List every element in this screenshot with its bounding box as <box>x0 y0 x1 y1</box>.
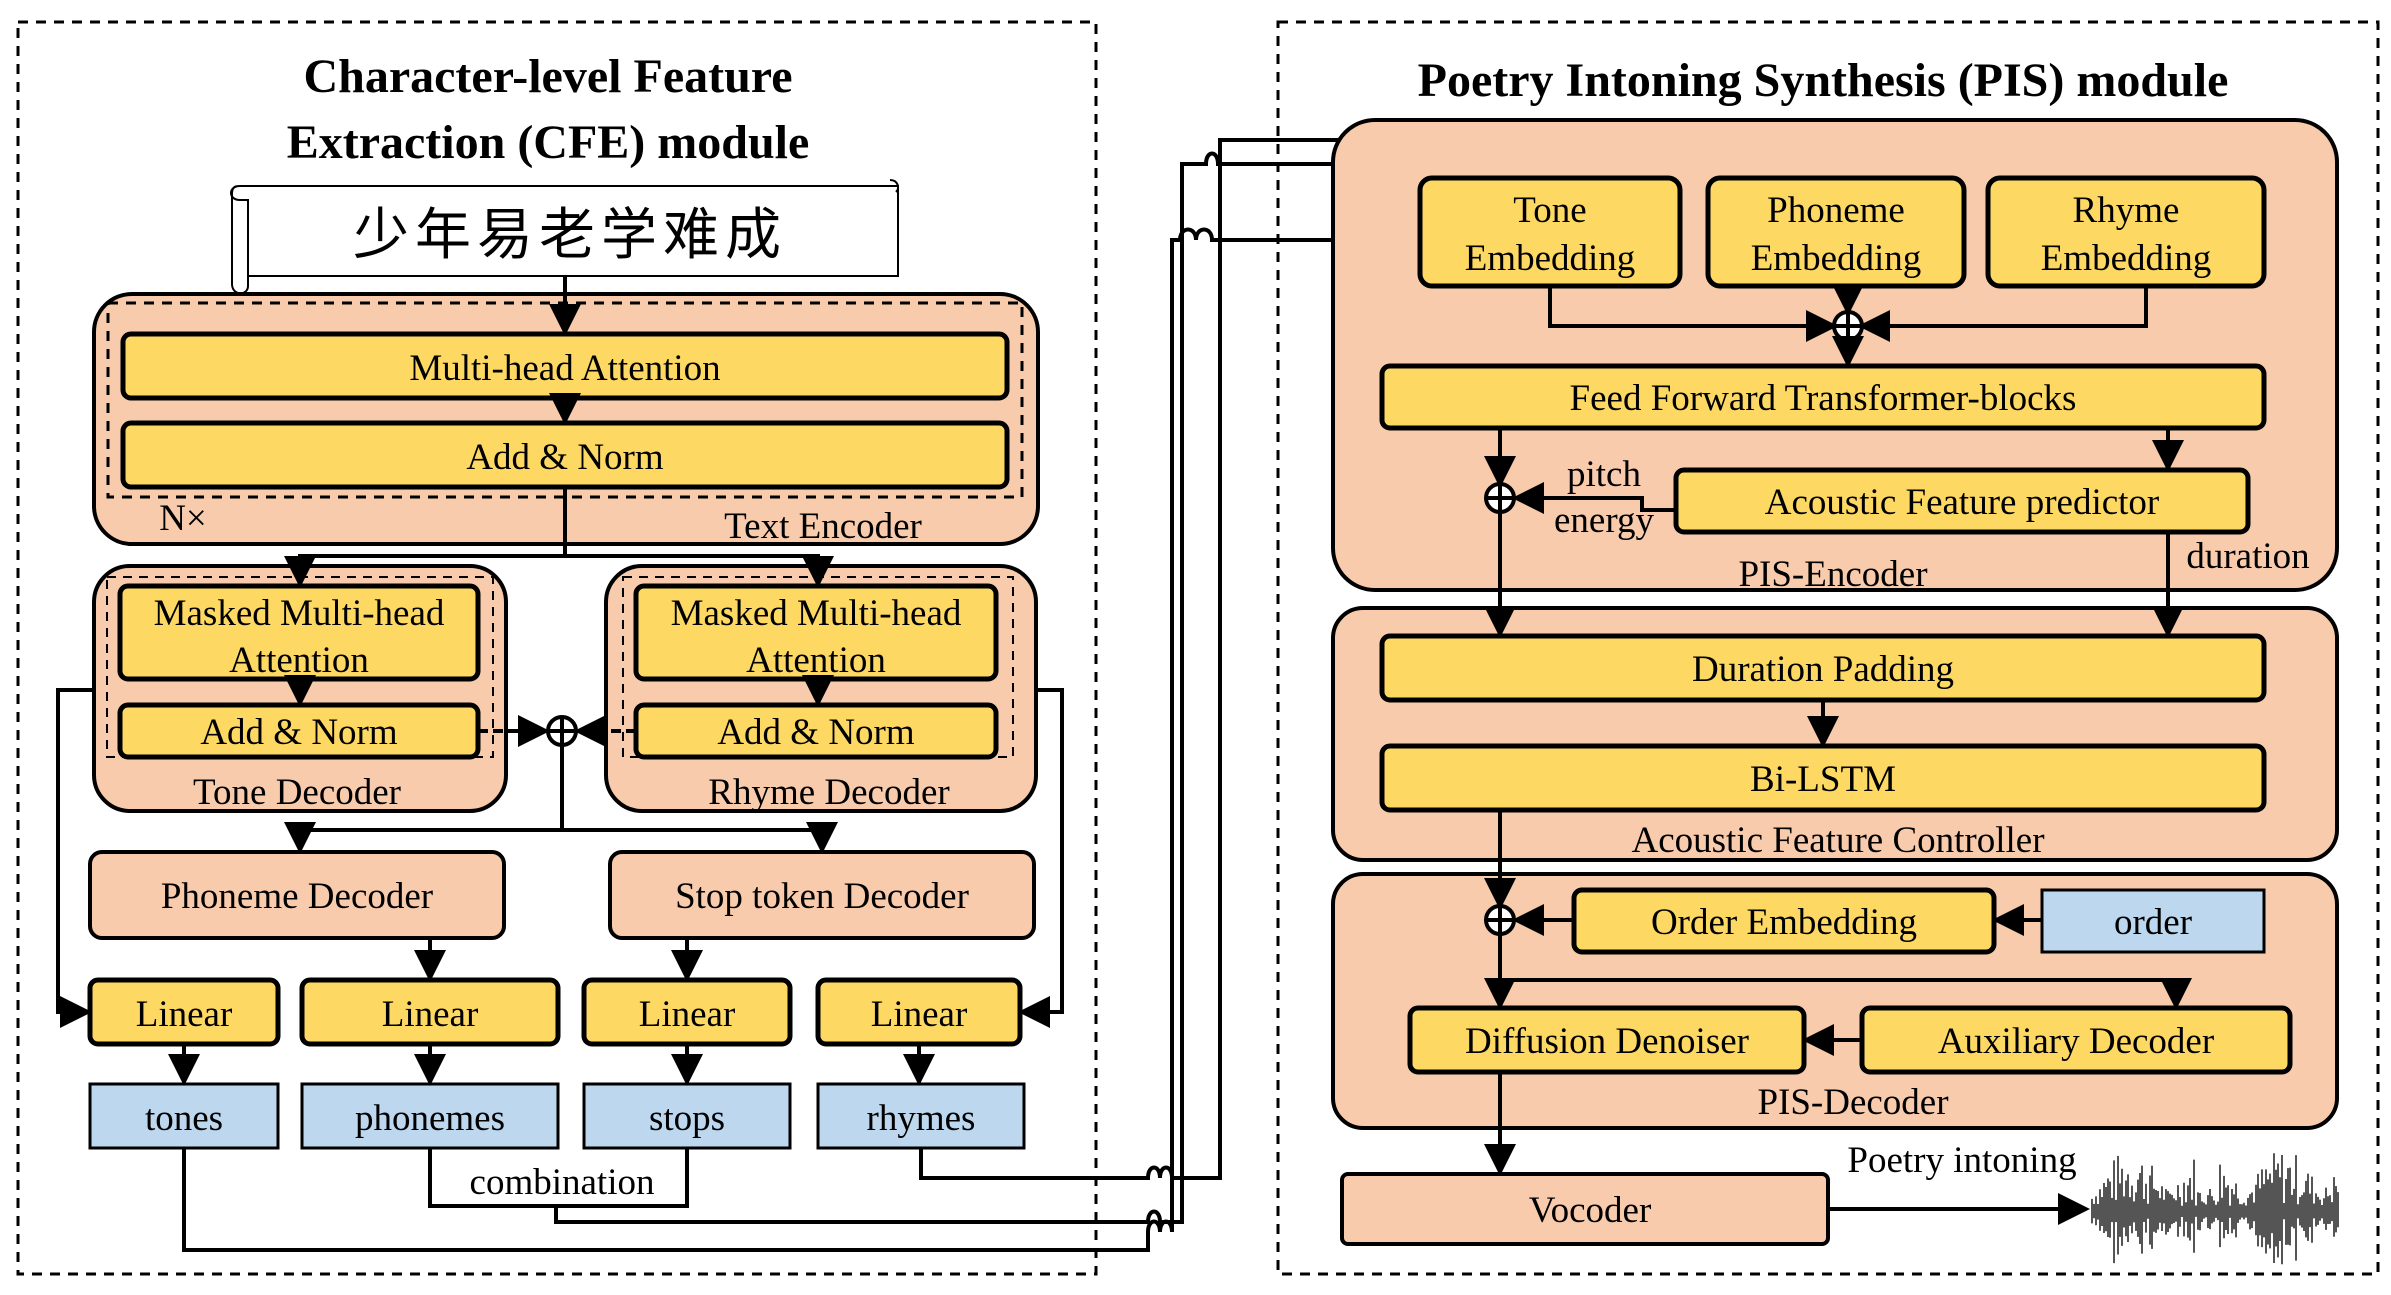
linear-tones-label: Linear <box>136 994 233 1035</box>
duration-label: duration <box>2186 536 2309 577</box>
output-phonemes-box <box>300 1082 560 1150</box>
tone-embedding-label1: Tone <box>1513 190 1586 231</box>
duration-padding-label: Duration Padding <box>1692 649 1954 690</box>
acoustic-feature-controller-label: Acoustic Feature Controller <box>1631 820 2044 861</box>
waveform-trace <box>2091 1153 2339 1265</box>
diffusion-denoiser-label: Diffusion Denoiser <box>1465 1021 1749 1062</box>
output-rhymes-box <box>816 1082 1026 1150</box>
rhyme-masked-label2: Attention <box>746 640 886 681</box>
phoneme-embedding-label1: Phoneme <box>1767 190 1905 231</box>
audio-waveform <box>2091 1153 2339 1265</box>
order-embedding-label: Order Embedding <box>1651 902 1917 943</box>
rhyme-embedding-box <box>1985 175 2267 289</box>
add-norm-label: Add & Norm <box>466 437 664 478</box>
order-input-label: order <box>2114 902 2192 943</box>
acoustic-feature-predictor-box <box>1673 467 2251 535</box>
stop-token-decoder-label: Stop token Decoder <box>675 876 969 917</box>
linear-rhymes-label: Linear <box>871 994 968 1035</box>
tone-add-norm-label: Add & Norm <box>200 712 398 753</box>
cross-module-connectors <box>182 138 2140 1252</box>
output-tones-label: tones <box>145 1098 223 1139</box>
pis-connectors <box>1484 284 2192 1225</box>
energy-label: energy <box>1554 500 1654 541</box>
combination-label: combination <box>470 1162 655 1203</box>
phoneme-decoder-label: Phoneme Decoder <box>161 876 433 917</box>
bi-lstm-label: Bi-LSTM <box>1750 759 1896 800</box>
acoustic-feature-predictor-label: Acoustic Feature predictor <box>1765 482 2160 523</box>
cfe-module-frame <box>16 20 1098 1276</box>
cfe-title-line1: Character-level Feature <box>303 50 792 103</box>
feed-forward-transformer-label: Feed Forward Transformer-blocks <box>1570 378 2077 419</box>
text-encoder-label: Text Encoder <box>724 506 922 547</box>
tone-decoder-label: Tone Decoder <box>193 772 401 813</box>
rhyme-add-norm-label: Add & Norm <box>717 712 915 753</box>
repeat-n-label: N× <box>159 498 207 539</box>
rhyme-embedding-label1: Rhyme <box>2073 190 2180 231</box>
rhyme-embedding-label2: Embedding <box>2041 238 2212 279</box>
pitch-label: pitch <box>1567 454 1641 495</box>
rhyme-decoder-label: Rhyme Decoder <box>708 772 949 813</box>
output-tones-box <box>88 1082 280 1150</box>
linear-stops-label: Linear <box>639 994 736 1035</box>
multi-head-attention-label: Multi-head Attention <box>409 348 720 389</box>
tone-masked-label1: Masked Multi-head <box>154 593 445 634</box>
pis-module-frame <box>1276 20 2380 1276</box>
pis-encoder-label: PIS-Encoder <box>1738 554 1927 595</box>
tone-masked-label2: Attention <box>229 640 369 681</box>
pis-title: Poetry Intoning Synthesis (PIS) module <box>1418 54 2229 107</box>
output-phonemes-label: phonemes <box>355 1098 505 1139</box>
tone-embedding-label2: Embedding <box>1465 238 1636 279</box>
rhyme-masked-label1: Masked Multi-head <box>671 593 962 634</box>
cfe-connectors <box>56 276 1064 1208</box>
output-stops-label: stops <box>649 1098 725 1139</box>
phoneme-embedding-label2: Embedding <box>1751 238 1922 279</box>
poetry-intoning-label: Poetry intoning <box>1847 1140 2076 1181</box>
input-poem-text: 少年易老学难成 <box>353 203 787 268</box>
linear-phonemes-label: Linear <box>382 994 479 1035</box>
cfe-title-line2: Extraction (CFE) module <box>287 116 810 169</box>
pis-decoder-label: PIS-Decoder <box>1757 1082 1948 1123</box>
output-rhymes-label: rhymes <box>867 1098 976 1139</box>
input-scroll: 少年易老学难成 <box>230 179 899 295</box>
vocoder-label: Vocoder <box>1529 1190 1652 1231</box>
auxiliary-decoder-label: Auxiliary Decoder <box>1938 1021 2214 1062</box>
feed-forward-transformer-box <box>1379 363 2267 431</box>
